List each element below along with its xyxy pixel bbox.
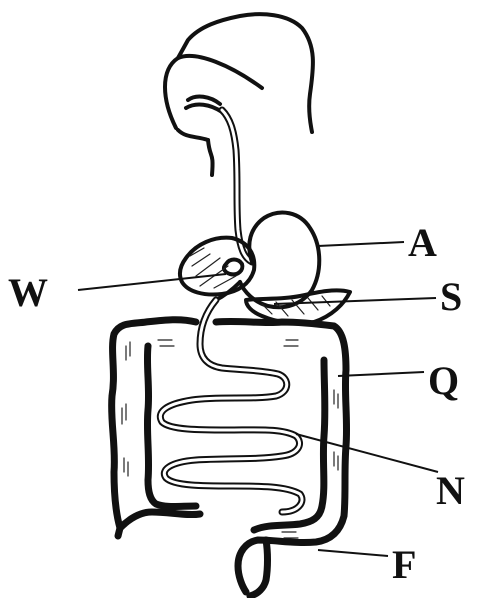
label-W: W xyxy=(8,270,48,315)
leader-line-N xyxy=(296,434,438,472)
label-N: N xyxy=(436,468,465,513)
leader-line-A xyxy=(318,242,404,246)
label-Q: Q xyxy=(428,358,459,403)
label-F: F xyxy=(392,542,416,587)
leader-line-Q xyxy=(338,372,424,376)
leader-line-F xyxy=(318,550,388,556)
leader-line-W xyxy=(78,274,226,290)
label-S: S xyxy=(440,274,462,319)
label-A: A xyxy=(408,220,437,265)
small-intestine xyxy=(160,300,302,512)
pancreas xyxy=(246,290,350,323)
